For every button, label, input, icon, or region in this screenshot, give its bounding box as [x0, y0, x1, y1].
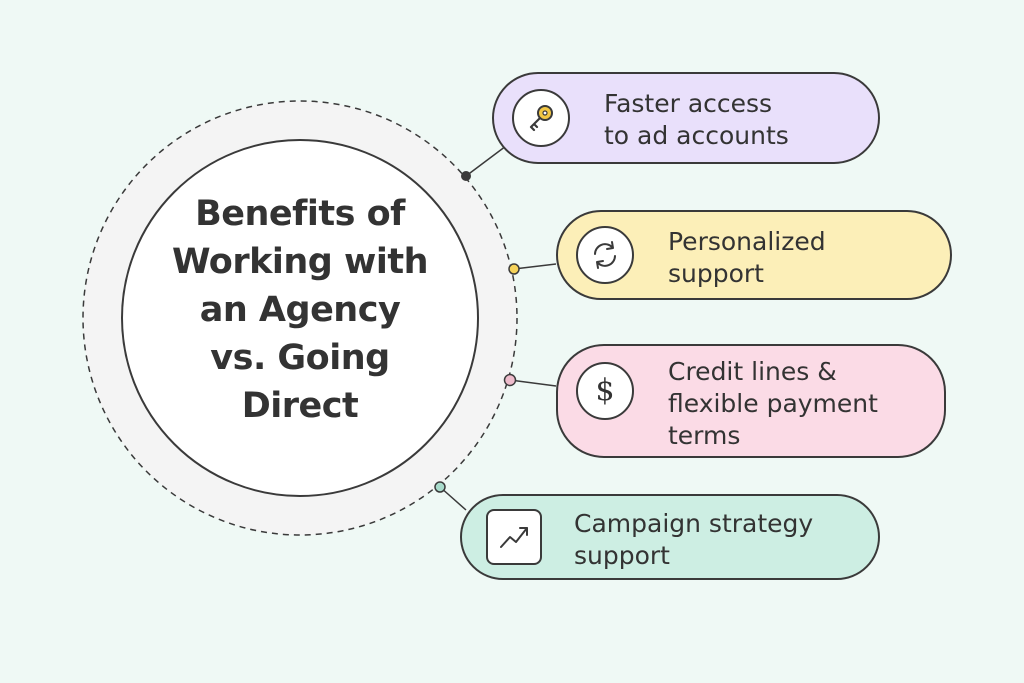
connector-dot-1 [461, 171, 471, 181]
title-line-5: Direct [241, 386, 359, 426]
trend-up-icon [486, 509, 542, 565]
benefit-card-faster-access: Faster access to ad accounts [492, 72, 880, 164]
benefit-4-line-2: support [574, 541, 670, 570]
benefit-3-line-3: terms [668, 421, 741, 450]
connector-line-1 [465, 145, 507, 177]
benefit-text-2: Personalized support [668, 226, 826, 290]
dollar-icon: $ [576, 362, 634, 420]
refresh-icon [576, 226, 634, 284]
key-icon [512, 89, 570, 147]
benefit-text-3: Credit lines & flexible payment terms [668, 356, 878, 452]
benefit-text-4: Campaign strategy support [574, 508, 813, 572]
diagram-title: Benefits of Working with an Agency vs. G… [140, 180, 460, 440]
connector-dot-4 [434, 481, 446, 493]
connector-line-2 [513, 263, 557, 270]
title-line-1: Benefits of [195, 194, 405, 234]
benefit-text-1: Faster access to ad accounts [604, 88, 789, 152]
title-line-3: an Agency [199, 290, 401, 330]
benefit-2-line-2: support [668, 259, 764, 288]
connector-dot-2 [508, 263, 520, 275]
benefit-3-line-1: Credit lines & [668, 357, 837, 386]
dashed-orbit [82, 100, 518, 536]
title-line-2: Working with [171, 242, 429, 282]
center-circle [121, 139, 479, 497]
benefit-1-line-2: to ad accounts [604, 121, 789, 150]
connector-dot-3 [503, 373, 517, 387]
title-line-4: vs. Going [210, 338, 390, 378]
benefit-card-campaign-strategy: Campaign strategy support [460, 494, 880, 580]
connector-line-3 [509, 379, 557, 387]
benefit-card-credit-lines: $ Credit lines & flexible payment terms [556, 344, 946, 458]
benefit-card-personalized-support: Personalized support [556, 210, 952, 300]
connector-line-4 [439, 486, 467, 511]
benefit-3-line-2: flexible payment [668, 389, 878, 418]
benefit-1-line-1: Faster access [604, 89, 773, 118]
benefit-2-line-1: Personalized [668, 227, 826, 256]
benefit-4-line-1: Campaign strategy [574, 509, 814, 538]
